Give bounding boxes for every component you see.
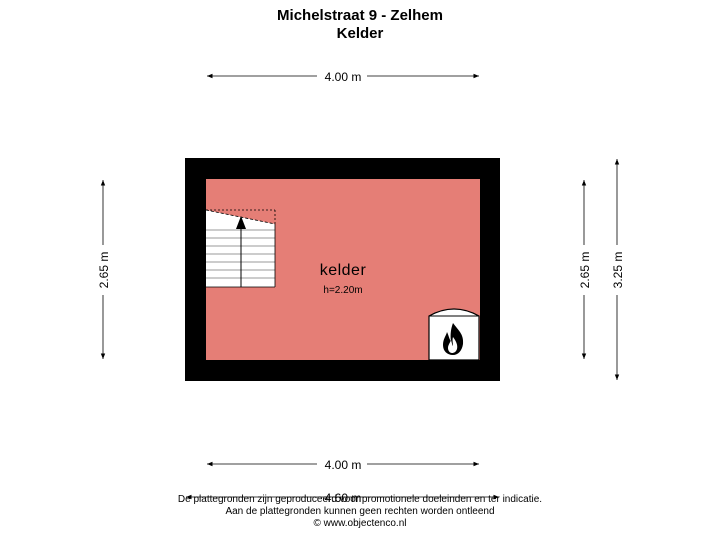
footer-disclaimer-1: De plattegronden zijn geproduceerd voor … (177, 494, 543, 505)
bottom-outer-dimension-label: 4.60 m (325, 491, 362, 505)
footer-copyright: © www.objectenco.nl (313, 518, 407, 529)
flame-icon (443, 323, 464, 355)
stair-arrow-icon (236, 216, 246, 287)
top-dimension-label: 4.00 m (325, 70, 362, 84)
bottom-dimension-label: 4.00 m (325, 458, 362, 472)
footer-disclaimer-2: Aan de plattegronden kunnen geen rechten… (225, 506, 495, 517)
plan-address-title: Michelstraat 9 - Zelhem (277, 7, 443, 24)
boiler-unit (428, 308, 480, 361)
room-name-label: kelder (320, 262, 367, 279)
staircase (205, 209, 276, 288)
room-height-label: h=2.20m (323, 285, 362, 296)
right-outer-dimension-label: 3.25 m (611, 252, 625, 289)
left-dimension-label: 2.65 m (97, 252, 111, 289)
plan-floor-title: Kelder (336, 25, 384, 42)
right-inner-dimension-label: 2.65 m (578, 252, 592, 289)
